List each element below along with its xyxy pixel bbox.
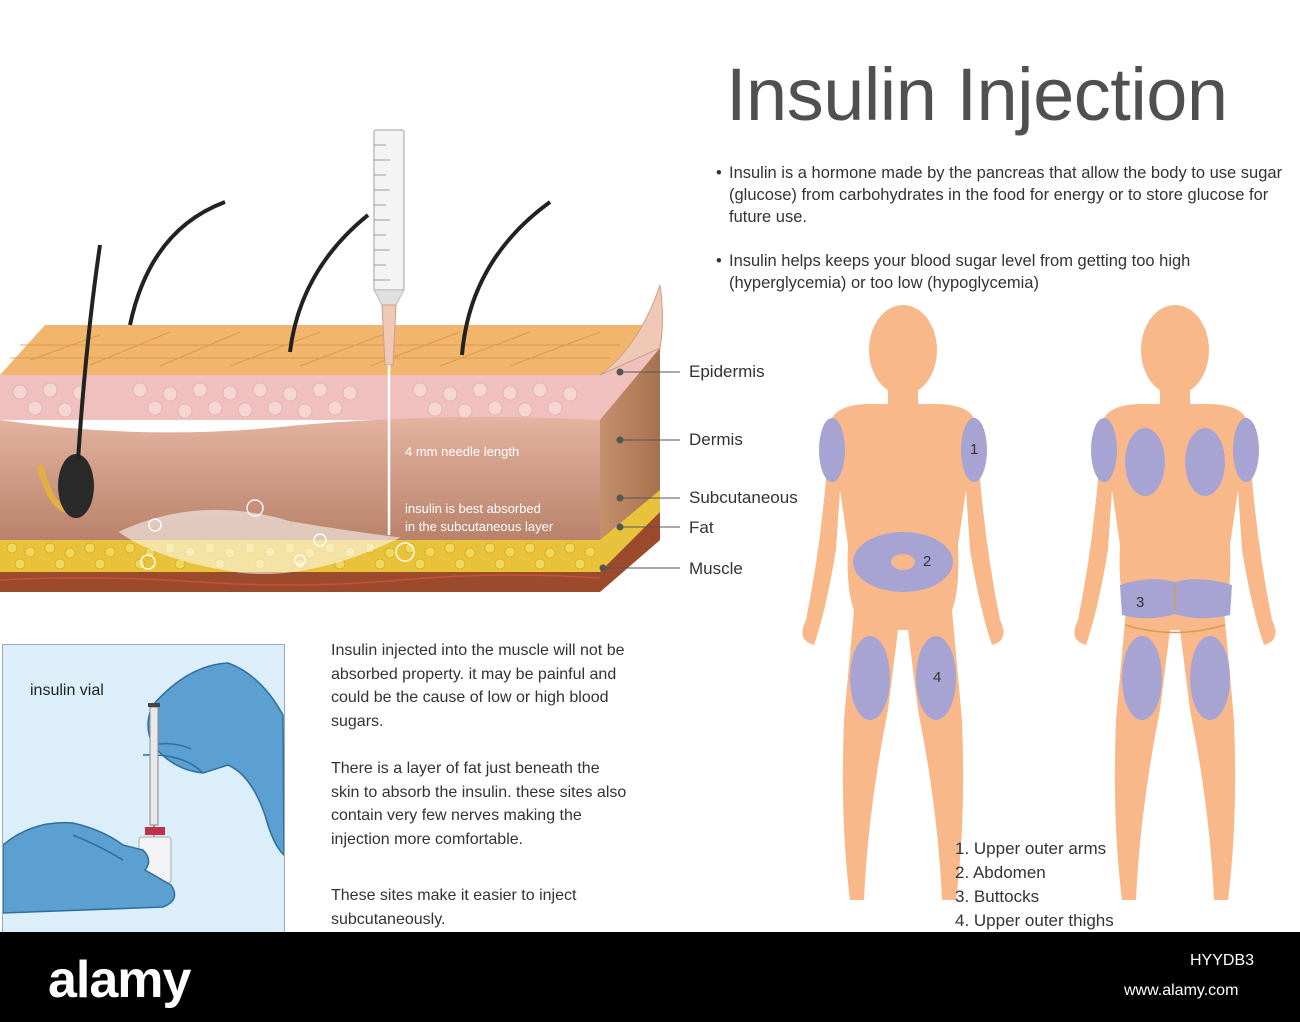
footer-url: www.alamy.com (1124, 982, 1239, 999)
gloved-hands-syringe-illustration (2, 662, 285, 914)
bullet-insulin-function: • Insulin helps keeps your blood sugar l… (716, 250, 1299, 294)
site-legend-item: 4. Upper outer thighs (955, 911, 1114, 930)
label-muscle: Muscle (689, 559, 743, 578)
label-subcutaneous: Subcutaneous (689, 488, 798, 507)
front-body-figure (802, 305, 1004, 900)
back-body-figure (1074, 305, 1276, 900)
site-zone-back-arm-right (1233, 418, 1259, 482)
bullet-dot: • (716, 164, 722, 182)
syringe-barrel (149, 706, 159, 826)
bullet-dot: • (716, 252, 722, 270)
site-zone-back-upper-left (1125, 428, 1165, 496)
bullet-text: Insulin is a hormone made by the pancrea… (729, 164, 1283, 226)
footer-bar (0, 932, 1300, 1022)
upper-glove-hand (147, 662, 285, 857)
site-marker-abdomen: 2 (923, 553, 932, 570)
site-zone-back-arm-left (1091, 418, 1117, 482)
skin-cross-section-illustration (0, 129, 680, 592)
site-zone-buttocks (1120, 579, 1232, 619)
site-marker-upper-outer-thighs: 4 (933, 669, 942, 686)
lower-glove-hand (2, 821, 176, 914)
label-dermis: Dermis (689, 430, 743, 449)
label-epidermis: Epidermis (689, 362, 765, 381)
syringe-icon (373, 129, 405, 535)
absorption-note-line1: insulin is best absorbed (405, 501, 541, 516)
site-zone-front-arm-left (819, 418, 845, 482)
needle-length-note: 4 mm needle length (405, 444, 520, 459)
bullet-text: Insulin helps keeps your blood sugar lev… (729, 252, 1191, 292)
dermis-layer (0, 416, 600, 540)
site-zone-back-upper-right (1185, 428, 1225, 496)
insulin-vial-label: insulin vial (30, 682, 104, 699)
site-marker-upper-outer-arms: 1 (970, 441, 979, 458)
site-zone-front-thigh-right (916, 636, 956, 720)
site-legend-item: 1. Upper outer arms (955, 839, 1107, 858)
page-title: Insulin Injection (726, 53, 1228, 136)
absorption-note-line2: in the subcutaneous layer (405, 519, 554, 534)
site-legend-item: 3. Buttocks (955, 887, 1040, 906)
site-zone-front-thigh-left (850, 636, 890, 720)
navel (891, 554, 915, 570)
image-code: HYYDB3 (1190, 952, 1255, 969)
site-zone-front-arm-right (961, 418, 987, 482)
hair (460, 200, 552, 356)
hair (128, 200, 226, 326)
skin-surface (0, 325, 660, 375)
hair-follicle (37, 244, 102, 518)
bullet-insulin-definition: • Insulin is a hormone made by the pancr… (716, 162, 1299, 228)
insulin-vial-panel (2, 644, 285, 933)
paragraph-subcutaneous-sites: These sites make it easier to inject sub… (331, 887, 577, 928)
label-fat: Fat (689, 518, 714, 537)
site-legend-item: 2. Abdomen (955, 863, 1046, 882)
insulin-deposit (118, 509, 401, 575)
brand-logo: alamy (48, 951, 191, 1009)
site-zone-back-thigh-left (1122, 636, 1162, 720)
paragraph-muscle-injection: Insulin injected into the muscle will no… (331, 642, 625, 730)
site-marker-buttocks: 3 (1136, 594, 1145, 611)
injection-sites-body-diagram (802, 305, 1276, 900)
site-zone-back-thigh-right (1190, 636, 1230, 720)
hair (288, 213, 370, 353)
paragraph-fat-layer: There is a layer of fat just beneath the… (331, 760, 627, 848)
